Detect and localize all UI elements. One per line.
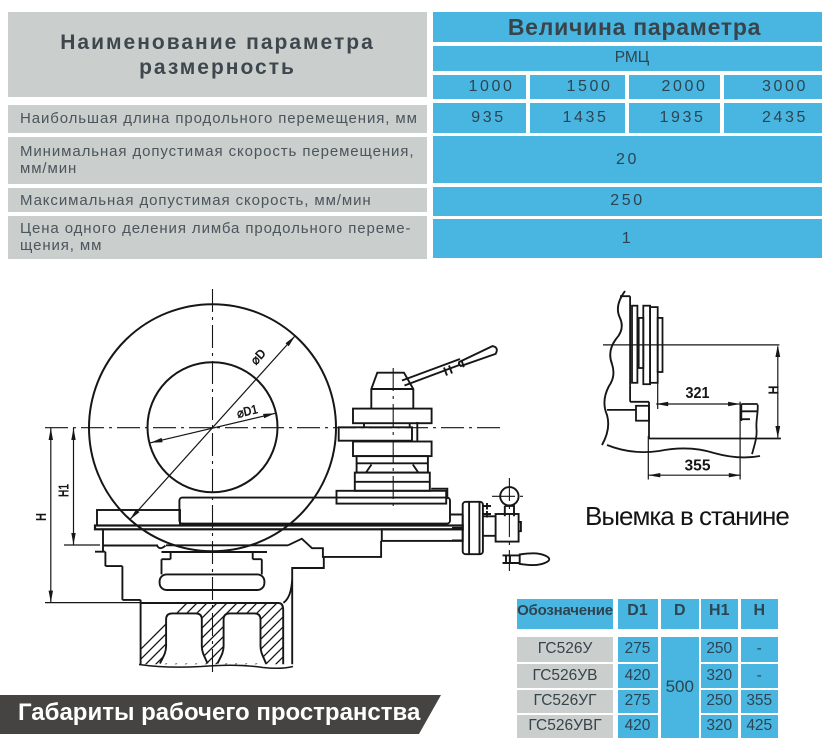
svg-text:H1: H1 — [56, 484, 73, 497]
svg-text:H: H — [33, 513, 50, 521]
svg-text:321: 321 — [686, 385, 710, 402]
svg-text:355: 355 — [685, 458, 711, 475]
svg-text:⌀D1: ⌀D1 — [235, 401, 259, 420]
svg-text:H: H — [767, 386, 783, 395]
svg-text:⌀D: ⌀D — [247, 346, 269, 368]
